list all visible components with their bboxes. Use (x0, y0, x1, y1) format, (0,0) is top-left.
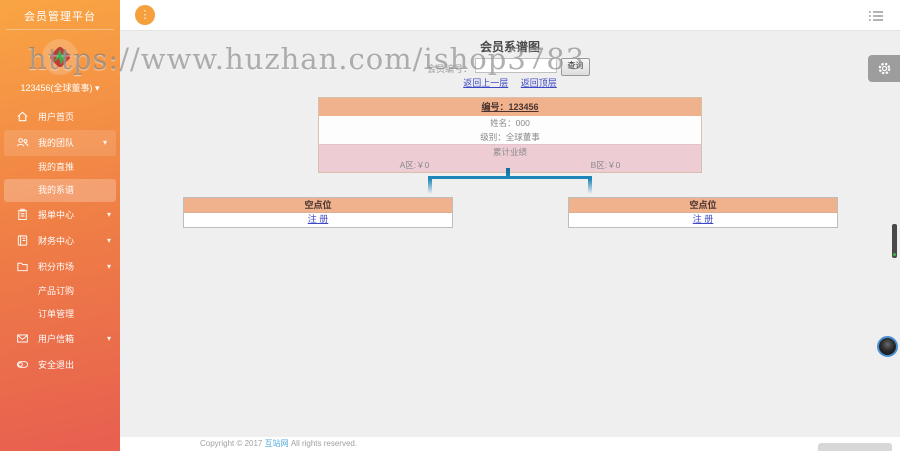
sidebar-item-label: 财务中心 (38, 236, 75, 246)
chevron-down-icon: ▾ (106, 210, 111, 219)
search-label: 会员编号： (426, 64, 472, 74)
settings-panel-toggle[interactable] (868, 55, 900, 82)
bottom-right-button[interactable] (818, 443, 892, 451)
sidebar-item-label: 我的团队 (38, 138, 75, 148)
sidebar-item-label: 安全退出 (38, 360, 75, 370)
slot-body: 注 册 (569, 213, 837, 227)
search-button[interactable]: 查询 (561, 58, 590, 76)
sidebar-item-finance-center[interactable]: 财务中心 ▾ (0, 228, 120, 254)
member-card-header: 编号：123456 (319, 98, 701, 116)
scroll-indicator-dot (893, 253, 896, 256)
page-title: 会员系谱图 (479, 40, 540, 54)
sidebar-item-label: 用户首页 (38, 112, 75, 122)
tree-connector-stub (506, 168, 510, 177)
envelope-icon (16, 332, 29, 345)
ledger-icon (16, 234, 29, 247)
footer: Copyright © 2017 互站网 All rights reserved… (120, 437, 900, 451)
register-link[interactable]: 注 册 (307, 214, 329, 224)
member-card: 编号：123456 姓名：000 级别：全球董事 累计业绩 A区:￥0 B区:￥… (318, 97, 702, 173)
empty-slot-right: 空点位 注 册 (568, 197, 838, 228)
main-content: 会员系谱图 会员编号： 查询 返回上一层 返回顶层 编号：123456 姓名：0… (120, 31, 900, 451)
empty-slot-left: 空点位 注 册 (183, 197, 453, 228)
member-id-input[interactable] (475, 58, 557, 73)
sidebar-item-home[interactable]: 用户首页 (0, 104, 120, 130)
chevron-down-icon: ▾ (102, 138, 107, 147)
sidebar-item-label: 积分市场 (38, 262, 75, 272)
sidebar-item-genealogy[interactable]: 我的系谱 (4, 179, 116, 202)
sidebar-item-label: 订单管理 (38, 309, 75, 319)
sidebar: 会员管理平台 123456(全球董事) ▾ 用户首页 (0, 0, 120, 451)
sidebar-item-direct-referrals[interactable]: 我的直推 (0, 156, 120, 179)
home-icon (16, 110, 29, 123)
team-icon (16, 136, 29, 149)
tree-connector-left (428, 179, 432, 194)
clipboard-icon (16, 208, 29, 221)
scrollbar-thumb[interactable] (892, 224, 897, 258)
sidebar-item-label: 我的系谱 (38, 185, 75, 195)
folder-icon (16, 260, 29, 273)
chevron-down-icon: ▾ (106, 334, 111, 343)
copyright-link[interactable]: 互站网 (264, 439, 289, 448)
app-title: 会员管理平台 (24, 11, 96, 23)
tree-connector-bar (428, 176, 592, 179)
member-level: 级别：全球董事 (319, 130, 701, 144)
sidebar-item-label: 产品订购 (38, 286, 75, 296)
sidebar-item-order-center[interactable]: 报单中心 ▾ (0, 202, 120, 228)
sidebar-item-logout[interactable]: 安全退出 (0, 352, 120, 378)
sidebar-item-order-management[interactable]: 订单管理 (0, 303, 120, 326)
performance-zones: A区:￥0 B区:￥0 (319, 159, 701, 172)
sidebar-toggle-button[interactable]: ⋮ (135, 5, 155, 25)
register-link[interactable]: 注 册 (692, 214, 714, 224)
member-name: 姓名：000 (319, 116, 701, 130)
chevron-down-icon: ▾ (95, 83, 100, 93)
sidebar-item-my-team[interactable]: 我的团队 ▾ (4, 130, 116, 156)
performance-title: 累计业绩 (319, 144, 701, 159)
slot-body: 注 册 (184, 213, 452, 227)
member-id-link[interactable]: 编号：123456 (481, 102, 539, 112)
zone-b-value: B区:￥0 (590, 160, 621, 170)
sidebar-item-label: 我的直推 (38, 162, 75, 172)
tree-nav-links: 返回上一层 返回顶层 (120, 76, 900, 89)
copyright-text: Copyright © 2017 互站网 All rights reserved… (200, 438, 357, 449)
back-one-level-link[interactable]: 返回上一层 (463, 78, 509, 88)
sidebar-item-mailbox[interactable]: 用户信箱 ▾ (0, 326, 120, 352)
zone-a-value: A区:￥0 (399, 160, 430, 170)
gear-icon (878, 62, 891, 75)
empty-slot-header: 空点位 (184, 198, 452, 213)
user-id-label: 123456(全球董事) (20, 83, 93, 93)
list-menu-icon[interactable] (868, 9, 884, 21)
sidebar-divider (6, 29, 114, 30)
sidebar-item-label: 报单中心 (38, 210, 75, 220)
toggle-icon (16, 358, 29, 371)
copyright-prefix: Copyright © 2017 (200, 439, 265, 448)
sidebar-item-product-order[interactable]: 产品订购 (0, 280, 120, 303)
tree-connector-right (588, 179, 592, 194)
sidebar-item-label: 用户信箱 (38, 334, 75, 344)
empty-slot-header: 空点位 (569, 198, 837, 213)
chevron-down-icon: ▾ (106, 262, 111, 271)
copyright-suffix: All rights reserved. (288, 439, 358, 448)
sidebar-item-points-market[interactable]: 积分市场 ▾ (0, 254, 120, 280)
chevron-down-icon: ▾ (106, 236, 111, 245)
customer-service-button[interactable] (877, 336, 898, 357)
brand-logo-icon (41, 38, 79, 76)
topbar: ⋮ (120, 0, 900, 31)
user-dropdown[interactable]: 123456(全球董事) ▾ (0, 81, 120, 94)
back-to-top-link[interactable]: 返回顶层 (520, 78, 557, 88)
sidebar-menu: 用户首页 我的团队 ▾ 我的直推 我的系谱 报单中心 ▾ (0, 104, 120, 378)
